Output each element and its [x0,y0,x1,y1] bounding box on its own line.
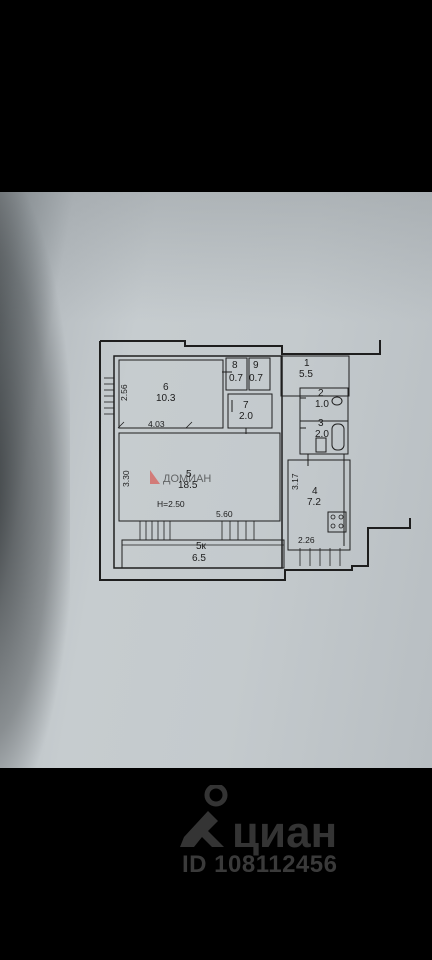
floor-plan-photo [0,192,432,768]
plan-watermark: ДОМИАН [150,470,211,485]
room-6-area: 10.3 [156,393,176,404]
room-4-height-dimension: 3.17 [290,473,300,490]
room-5k-area: 6.5 [192,553,206,564]
room-2-area: 1.0 [315,399,329,410]
room-9-area: 0.7 [249,373,263,384]
room-4-width-dimension: 2.26 [298,535,315,545]
cian-brand-text: циан [232,808,338,857]
room-8-number: 8 [232,360,238,371]
room-2-number: 2 [318,388,324,399]
listing-id: ID 108112456 [182,851,338,878]
cian-logo [180,785,228,847]
room-6-width-dimension: 4.03 [148,419,165,429]
ceiling-height: H=2.50 [157,499,185,509]
room-8-area: 0.7 [229,373,243,384]
room-3-area: 2.0 [315,429,329,440]
room-5-width-dimension: 5.60 [216,509,233,519]
cian-pin-icon [180,811,224,847]
room-6-height-dimension: 2.56 [119,384,129,401]
room-5-area: 18.5 [178,480,198,491]
room-5k-number: 5к [196,541,207,552]
room-4-area: 7.2 [307,497,321,508]
paper-shading [0,192,432,322]
room-7-area: 2.0 [239,411,253,422]
room-5-number: 5 [186,469,192,480]
room-1-number: 1 [304,358,310,369]
room-3-number: 3 [318,418,324,429]
room-1-area: 5.5 [299,369,313,380]
room-6-number: 6 [163,382,169,393]
room-7-number: 7 [243,400,249,411]
plan-watermark-text: ДОМИАН [163,473,211,485]
room-4-number: 4 [312,486,318,497]
paper-shadow [0,192,70,768]
room-9-number: 9 [253,360,259,371]
room-5-height-dimension: 3.30 [121,470,131,487]
